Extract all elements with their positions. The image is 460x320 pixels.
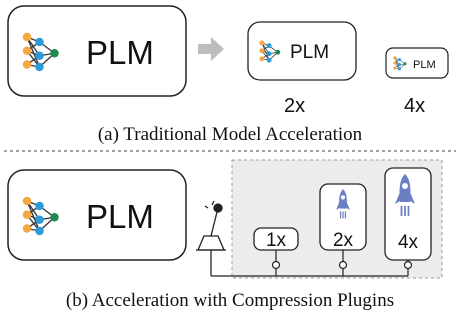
plm-box-b xyxy=(7,169,187,261)
right-arrow-icon xyxy=(198,37,224,61)
plm-label-4x: PLM xyxy=(413,59,436,71)
plugin-1x xyxy=(253,227,299,251)
ratio-label-2x: 2x xyxy=(284,95,305,117)
plm-box-2x xyxy=(247,21,357,81)
plm-label-b: PLM xyxy=(86,198,154,235)
connector-node xyxy=(338,260,348,270)
plm-label-2x: PLM xyxy=(290,42,329,63)
plugin-label-1x: 1x xyxy=(266,230,287,251)
plugin-label-2x: 2x xyxy=(333,230,354,251)
caption-a: (a) Traditional Model Acceleration xyxy=(98,124,363,145)
connector-node xyxy=(271,260,281,270)
caption-b: (b) Acceleration with Compression Plugin… xyxy=(66,290,394,311)
plugin-label-4x: 4x xyxy=(398,232,419,253)
ratio-label-4x: 4x xyxy=(404,95,425,117)
plm-box-4x xyxy=(385,47,449,79)
joystick-switch-icon xyxy=(196,200,226,276)
connector-node xyxy=(403,260,413,270)
plm-label: PLM xyxy=(86,34,154,71)
plm-box-large xyxy=(7,5,187,97)
